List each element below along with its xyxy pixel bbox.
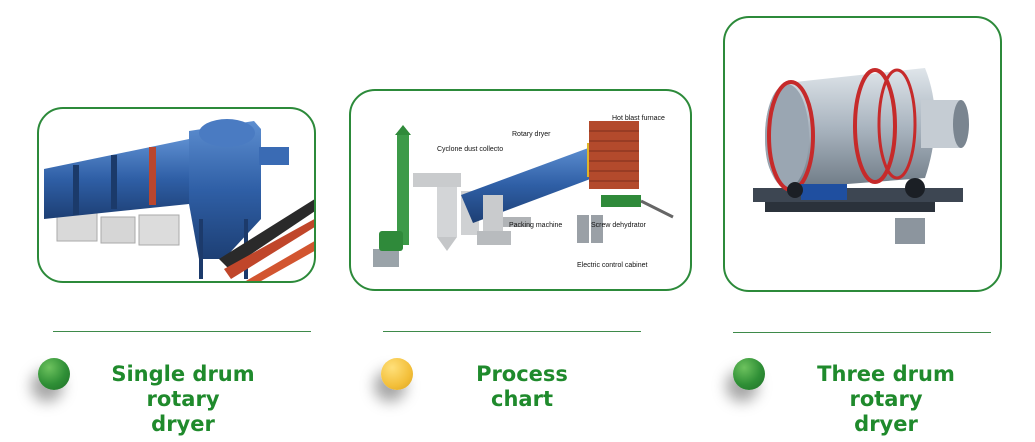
- process-chart-card[interactable]: Hot blast furnace Rotary dryer Cyclone d…: [349, 89, 692, 291]
- caption-three-drum-dryer: Three drum rotary dryer: [780, 362, 992, 437]
- label-electric-control-cabinet: Electric control cabinet: [577, 262, 647, 269]
- label-rotary-dryer: Rotary dryer: [512, 131, 551, 138]
- label-hot-blast-furnace: Hot blast furnace: [612, 115, 665, 122]
- divider-1: [53, 331, 311, 332]
- caption-line-1: Three drum rotary: [817, 362, 955, 411]
- label-cyclone: Cyclone dust collecto: [437, 146, 503, 153]
- label-packing-machine: Packing machine: [509, 222, 562, 229]
- caption-process-chart: Process chart: [442, 362, 602, 412]
- process-chart-diagram: Hot blast furnace Rotary dryer Cyclone d…: [373, 115, 674, 269]
- caption-line-1: Single drum rotary: [111, 362, 255, 411]
- three-drum-dryer-image: [753, 68, 969, 244]
- caption-line-1: Process chart: [476, 362, 568, 411]
- caption-line-2: dryer: [151, 412, 215, 436]
- label-screw-dehydrator: Screw dehydrator: [591, 222, 647, 229]
- bullet-dot-2: [381, 358, 413, 390]
- single-drum-dryer-image: [44, 119, 314, 281]
- divider-3: [733, 332, 991, 333]
- three-drum-dryer-card[interactable]: [723, 16, 1002, 292]
- single-drum-dryer-card[interactable]: [37, 107, 316, 283]
- caption-single-drum-dryer: Single drum rotary dryer: [78, 362, 288, 437]
- bullet-dot-3: [733, 358, 765, 390]
- bullet-dot-1: [38, 358, 70, 390]
- caption-line-2: dryer: [854, 412, 918, 436]
- divider-2: [383, 331, 641, 332]
